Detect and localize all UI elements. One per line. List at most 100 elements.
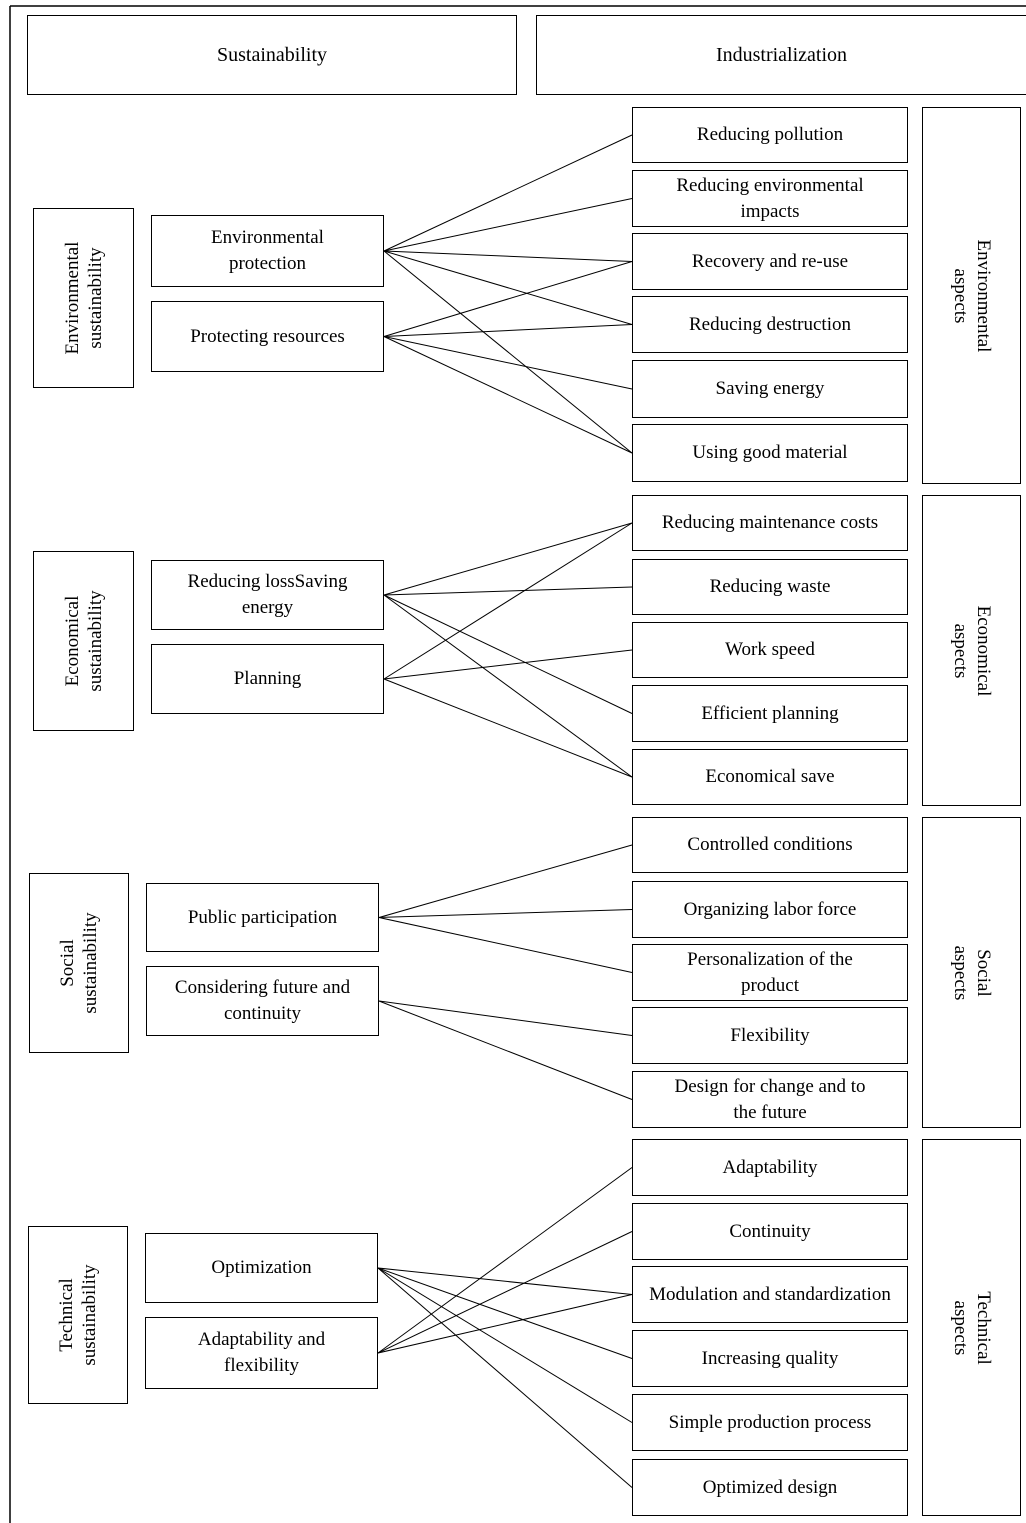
item-label: Increasing quality — [701, 1347, 839, 1369]
item-personalization-of-product: Personalization of the product — [632, 944, 908, 1001]
item-reducing-maintenance-costs: Reducing maintenance costs — [632, 495, 908, 551]
item-reducing-destruction: Reducing destruction — [632, 296, 908, 353]
criterion-label: Optimization — [211, 1257, 312, 1278]
criterion-reducing-loss: Reducing lossSaving energy — [151, 560, 384, 630]
connector-adaptability_flexibility-to-modulation — [377, 1294, 633, 1354]
aspect-social-label: Social aspects — [949, 945, 994, 1000]
pillar-technical-label: Technical sustainability — [56, 1264, 100, 1366]
connector-reducing_loss-to-maintenance_costs — [383, 522, 633, 596]
criterion-label: Environmental protection — [211, 227, 324, 274]
criterion-public-participation: Public participation — [146, 883, 379, 952]
criterion-protecting-resources: Protecting resources — [151, 301, 384, 372]
aspect-economical-label: Economical aspects — [949, 605, 994, 696]
item-efficient-planning: Efficient planning — [632, 685, 908, 742]
aspect-environmental: Environmental aspects — [922, 107, 1021, 484]
item-label: Reducing destruction — [689, 313, 851, 335]
connector-optimization-to-modulation — [377, 1267, 633, 1295]
connector-adaptability_flexibility-to-continuity — [377, 1231, 633, 1354]
item-label: Work speed — [725, 639, 815, 660]
criterion-environmental-protection: Environmental protection — [151, 215, 384, 287]
item-label: Reducing maintenance costs — [661, 512, 879, 533]
pillar-environmental: Environmental sustainability — [33, 208, 134, 388]
item-label: Adaptability — [722, 1156, 818, 1178]
criterion-planning: Planning — [151, 644, 384, 714]
aspect-technical: Technical aspects — [922, 1139, 1021, 1516]
connector-public_participation-to-organizing_labor — [378, 909, 633, 918]
item-increasing-quality: Increasing quality — [632, 1330, 908, 1387]
item-label: Modulation and standardization — [649, 1283, 891, 1305]
connector-public_participation-to-controlled_conditions — [378, 844, 633, 918]
item-optimized-design: Optimized design — [632, 1459, 908, 1516]
connector-environmental_protection-to-good_material — [383, 250, 633, 454]
pillar-environmental-label: Environmental sustainability — [61, 241, 106, 355]
pillar-technical: Technical sustainability — [28, 1226, 128, 1404]
connector-future_continuity-to-design_change — [378, 1000, 633, 1100]
item-label: Saving energy — [715, 378, 825, 399]
item-label: Optimized design — [702, 1476, 838, 1498]
item-label: Using good material — [692, 442, 848, 463]
industrialization-header-label: Industrialization — [715, 44, 848, 66]
item-controlled-conditions: Controlled conditions — [632, 817, 908, 873]
item-flexibility: Flexibility — [632, 1007, 908, 1064]
connector-protecting_resources-to-saving_energy — [383, 336, 633, 390]
criterion-label: Reducing lossSaving energy — [187, 571, 348, 618]
industrialization-header: Industrialization — [536, 15, 1026, 95]
connector-reducing_loss-to-economical_save — [383, 594, 633, 778]
aspect-technical-label: Technical aspects — [949, 1290, 994, 1365]
connector-protecting_resources-to-good_material — [383, 336, 633, 454]
item-reducing-environmental-impacts: Reducing environmental impacts — [632, 170, 908, 227]
connector-future_continuity-to-flexibility — [378, 1000, 633, 1036]
item-label: Reducing pollution — [696, 124, 844, 145]
item-saving-energy: Saving energy — [632, 360, 908, 418]
item-simple-production-process: Simple production process — [632, 1394, 908, 1451]
item-reducing-pollution: Reducing pollution — [632, 107, 908, 163]
item-recovery-and-reuse: Recovery and re-use — [632, 233, 908, 290]
connector-reducing_loss-to-reducing_waste — [383, 586, 633, 596]
item-label: Continuity — [729, 1220, 811, 1242]
aspect-economical: Economical aspects — [922, 495, 1021, 806]
item-modulation-and-standardization: Modulation and standardization — [632, 1266, 908, 1323]
item-label: Organizing labor force — [683, 898, 857, 920]
connector-reducing_loss-to-efficient_planning — [383, 594, 633, 714]
sustainability-header-label: Sustainability — [217, 44, 327, 66]
criterion-adaptability-flexibility: Adaptability and flexibility — [145, 1317, 378, 1389]
item-adaptability: Adaptability — [632, 1139, 908, 1196]
aspect-social: Social aspects — [922, 817, 1021, 1128]
connector-optimization-to-optimized_design — [377, 1267, 633, 1488]
connector-environmental_protection-to-reducing_env_impacts — [383, 198, 633, 252]
item-organizing-labor-force: Organizing labor force — [632, 881, 908, 938]
item-label: Reducing waste — [709, 576, 831, 597]
criterion-label: Considering future and continuity — [174, 977, 351, 1024]
pillar-social: Social sustainability — [29, 873, 129, 1053]
criterion-optimization: Optimization — [145, 1233, 378, 1303]
connector-environmental_protection-to-reducing_pollution — [383, 134, 633, 252]
pillar-economical-label: Economical sustainability — [61, 590, 106, 692]
item-design-for-change: Design for change and to the future — [632, 1071, 908, 1128]
criterion-label: Public participation — [187, 906, 338, 928]
item-label: Personalization of the product — [687, 948, 853, 996]
item-using-good-material: Using good material — [632, 424, 908, 482]
connector-optimization-to-quality — [377, 1267, 633, 1359]
pillar-social-label: Social sustainability — [57, 912, 101, 1014]
item-continuity: Continuity — [632, 1203, 908, 1260]
item-label: Efficient planning — [701, 702, 839, 724]
item-label: Simple production process — [668, 1411, 872, 1433]
item-economical-save: Economical save — [632, 749, 908, 805]
pillar-economical: Economical sustainability — [33, 551, 134, 731]
item-label: Controlled conditions — [687, 834, 853, 855]
sustainability-header: Sustainability — [27, 15, 517, 95]
item-label: Flexibility — [730, 1024, 810, 1046]
connector-protecting_resources-to-recovery_reuse — [383, 261, 633, 337]
connector-planning-to-work_speed — [383, 649, 633, 680]
connector-planning-to-economical_save — [383, 678, 633, 778]
connector-environmental_protection-to-reducing_destruction — [383, 250, 633, 325]
aspect-environmental-label: Environmental aspects — [949, 239, 994, 352]
criterion-future-continuity: Considering future and continuity — [146, 966, 379, 1036]
connector-protecting_resources-to-reducing_destruction — [383, 324, 633, 337]
item-label: Economical save — [705, 766, 835, 787]
item-work-speed: Work speed — [632, 622, 908, 678]
item-reducing-waste: Reducing waste — [632, 559, 908, 615]
criterion-label: Adaptability and flexibility — [197, 1329, 326, 1376]
